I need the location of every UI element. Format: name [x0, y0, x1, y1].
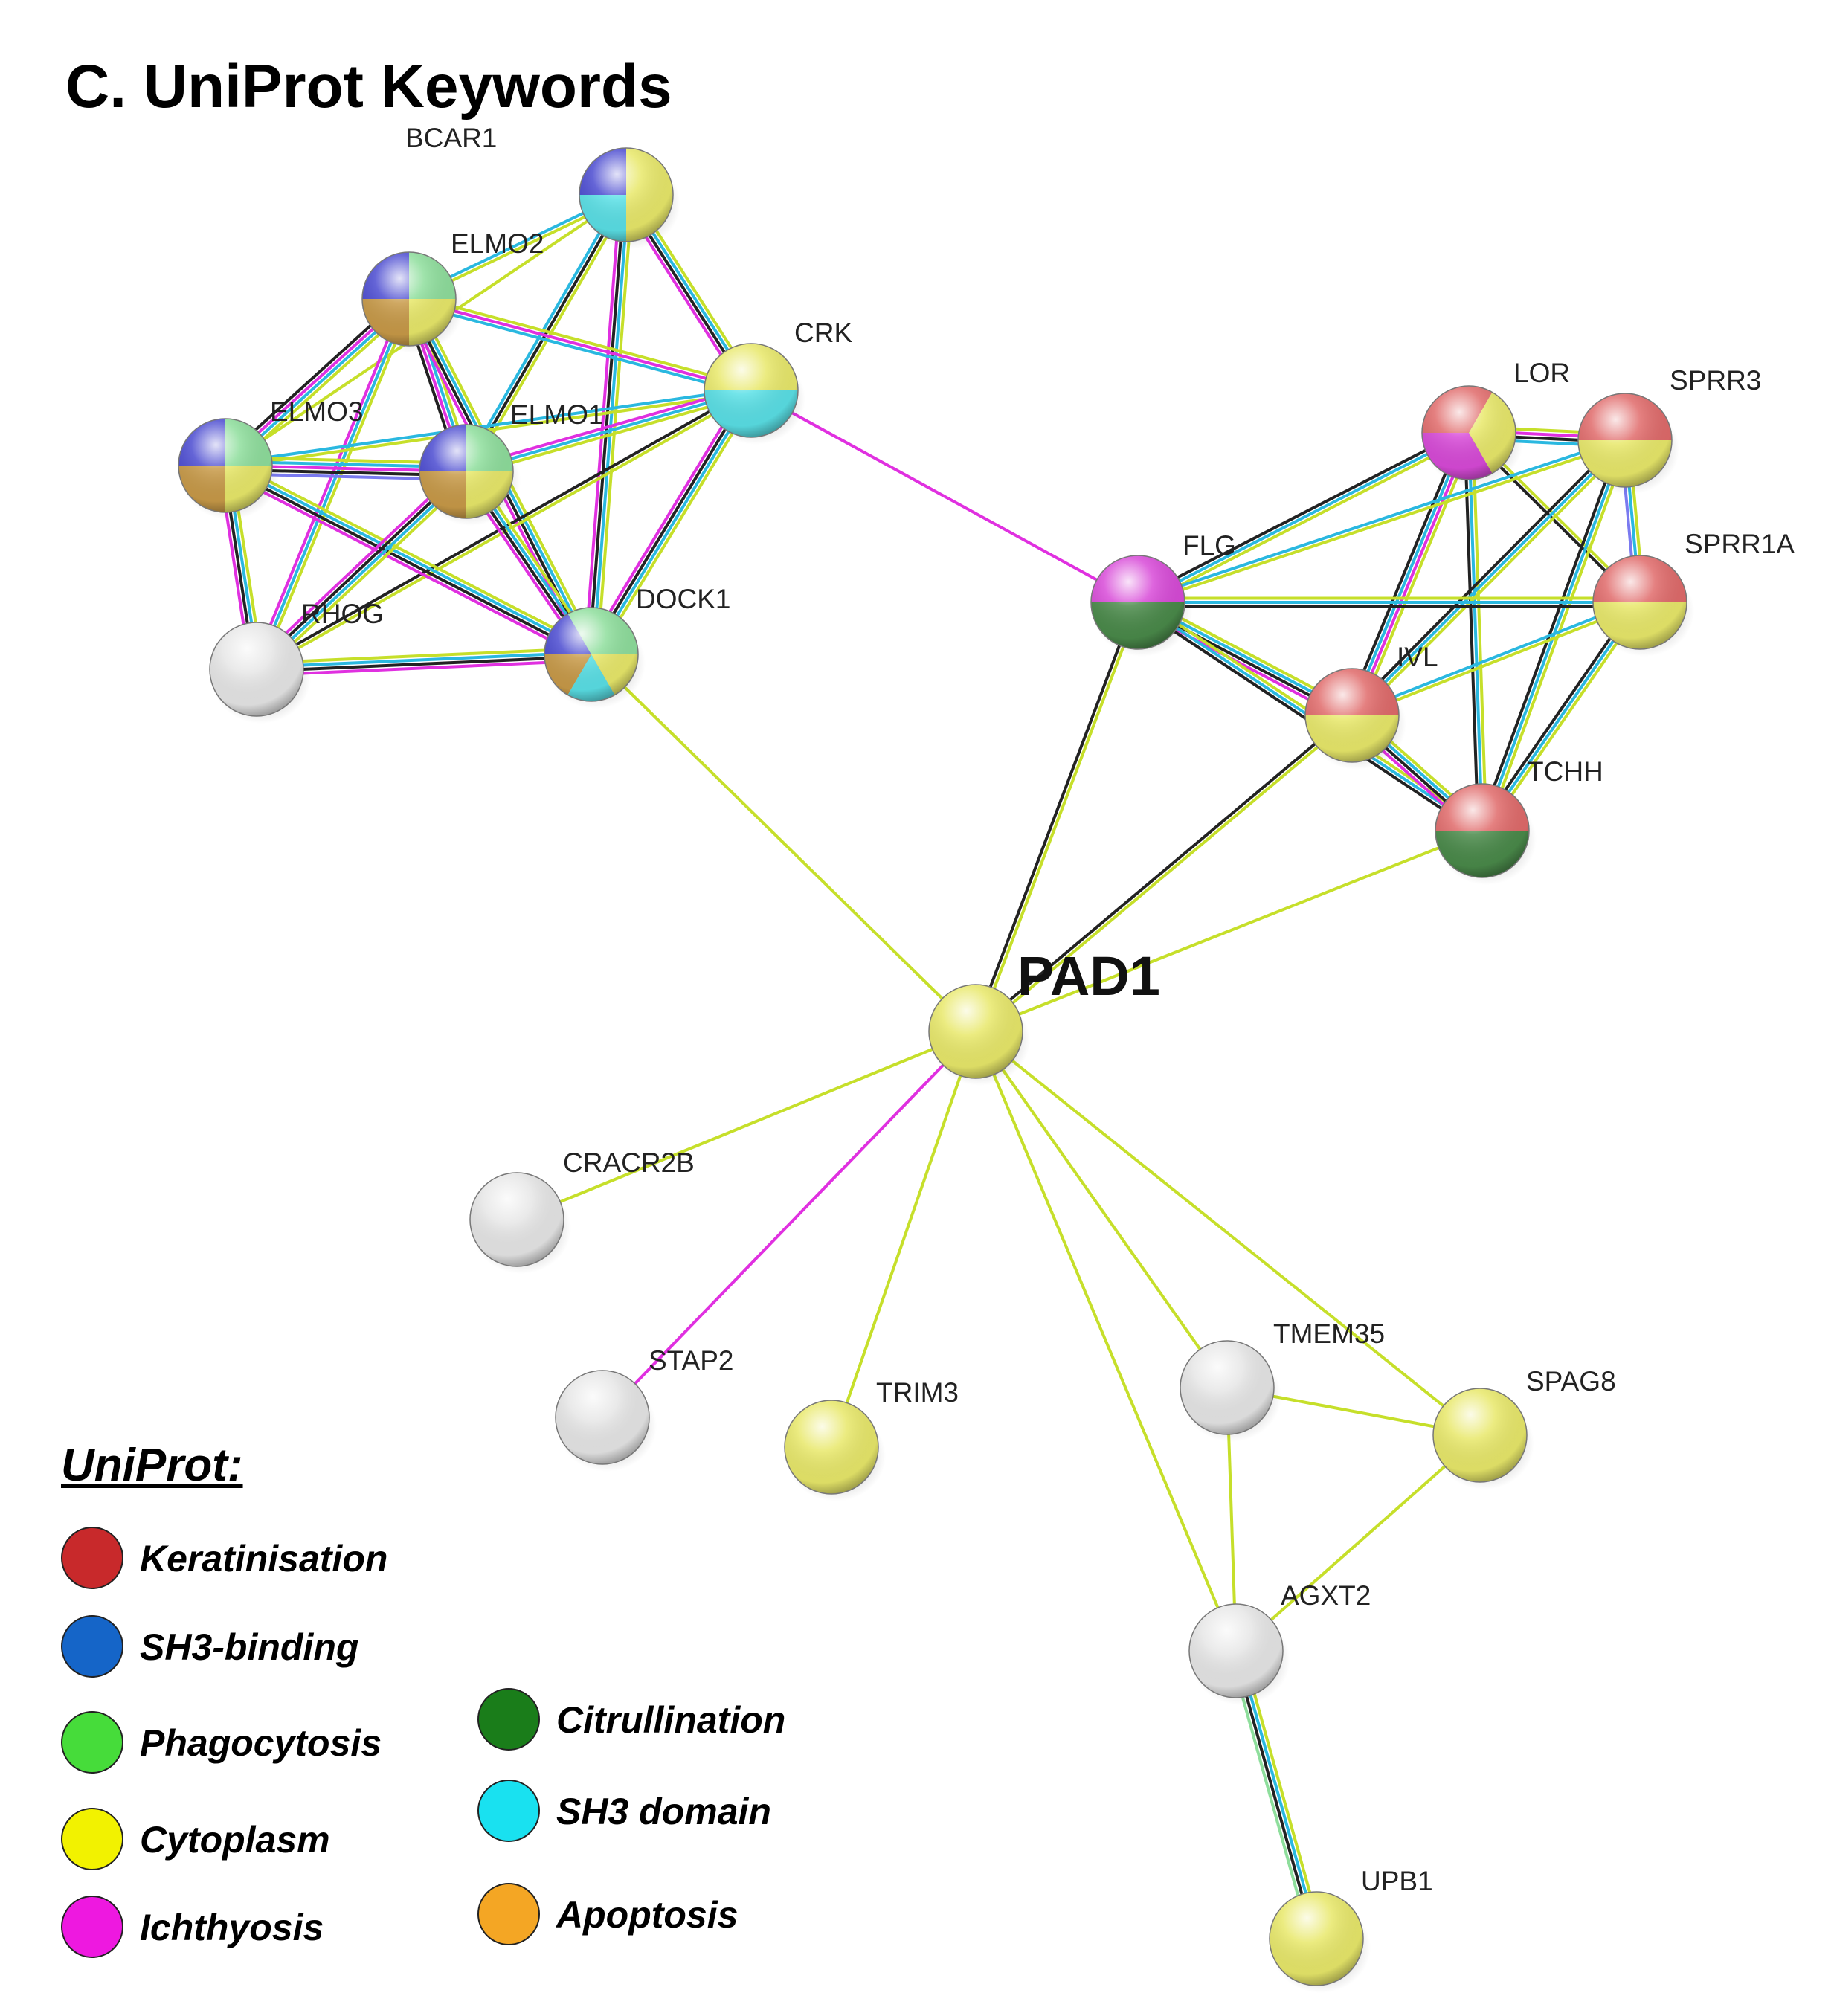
node-sprr1a[interactable]	[1592, 555, 1694, 657]
edge-sprr3-flg	[1136, 437, 1627, 606]
node-label-cracr2b: CRACR2B	[563, 1147, 695, 1178]
node-crk[interactable]	[704, 343, 805, 445]
node-label-upb1: UPB1	[1361, 1866, 1433, 1896]
cytoplasm-swatch	[61, 1808, 123, 1870]
edge-pad1-stap2	[601, 1030, 977, 1419]
legend-label: SH3 domain	[556, 1791, 771, 1832]
node-ivl[interactable]	[1304, 668, 1406, 770]
node-label-elmo3: ELMO3	[270, 396, 363, 427]
node-label-tchh: TCHH	[1527, 756, 1603, 787]
node-pad1[interactable]	[928, 984, 1030, 1086]
legend-label: Citrullination	[556, 1699, 786, 1741]
node-label-sprr1a: SPRR1A	[1685, 529, 1795, 559]
node-label-ivl: IVL	[1397, 642, 1438, 672]
edge-crk-flg	[750, 389, 1139, 604]
legend-label: Apoptosis	[556, 1894, 739, 1936]
edge-spag8-agxt2	[1235, 1434, 1481, 1652]
node-label-elmo1: ELMO1	[510, 399, 603, 430]
edge-dock1-pad1	[590, 653, 977, 1033]
figure-title: C. UniProt Keywords	[65, 53, 672, 120]
edge-flg-sprr1a	[1136, 596, 1641, 608]
node-elmo2[interactable]	[361, 251, 463, 353]
edge-lor-tchh	[1463, 431, 1488, 833]
node-sprr3[interactable]	[1577, 393, 1679, 495]
edge-pad1-cracr2b	[515, 1030, 977, 1221]
keratinisation-swatch	[61, 1527, 123, 1589]
edge-sprr1a-ivl	[1349, 599, 1643, 719]
ichthyosis-swatch	[61, 1896, 123, 1958]
node-agxt2[interactable]	[1188, 1603, 1290, 1705]
node-label-lor: LOR	[1513, 358, 1570, 388]
node-upb1[interactable]	[1269, 1891, 1371, 1993]
node-cracr2b[interactable]	[469, 1172, 571, 1274]
node-label-spag8: SPAG8	[1526, 1366, 1616, 1397]
citrullination-swatch	[477, 1688, 540, 1751]
node-label-crk: CRK	[794, 318, 852, 348]
center-label: PAD1	[1017, 945, 1160, 1007]
node-dock1[interactable]	[544, 607, 646, 709]
edge-ivl-pad1	[973, 712, 1355, 1035]
edge-elmo2-rhog	[251, 295, 415, 673]
legend-label: Phagocytosis	[140, 1722, 382, 1764]
node-label-elmo2: ELMO2	[451, 228, 544, 259]
node-rhog[interactable]	[209, 622, 311, 724]
apoptosis-swatch	[477, 1883, 540, 1945]
legend-label: SH3-binding	[140, 1626, 359, 1668]
node-tchh[interactable]	[1435, 783, 1537, 885]
edge-pad1-agxt2	[974, 1030, 1238, 1652]
node-label-dock1: DOCK1	[636, 584, 730, 614]
node-label-tmem35: TMEM35	[1273, 1318, 1385, 1349]
node-stap2[interactable]	[555, 1370, 657, 1472]
phagocytosis-swatch	[61, 1711, 123, 1774]
node-elmo3[interactable]	[178, 418, 280, 520]
edge-elmo2-crk	[406, 293, 754, 396]
node-elmo1[interactable]	[419, 424, 521, 526]
node-spag8[interactable]	[1432, 1388, 1534, 1490]
legend-title: UniProt:	[61, 1440, 243, 1491]
node-bcar1[interactable]	[579, 147, 680, 249]
edge-pad1-spag8	[974, 1030, 1481, 1437]
legend-label: Cytoplasm	[140, 1819, 330, 1861]
node-label-stap2: STAP2	[649, 1345, 733, 1376]
legend-label: Keratinisation	[140, 1538, 388, 1579]
edge-lor-flg	[1134, 428, 1473, 608]
edge-flg-pad1	[972, 600, 1142, 1034]
edge-elmo3-dock1	[221, 458, 596, 662]
legend-label: Ichthyosis	[140, 1907, 324, 1948]
edge-pad1-trim3	[830, 1030, 977, 1449]
edge-rhog-dock1	[254, 646, 593, 677]
node-lor[interactable]	[1421, 385, 1523, 487]
node-label-trim3: TRIM3	[876, 1377, 959, 1408]
sh3-binding-swatch	[61, 1615, 123, 1678]
sh3-domain-swatch	[477, 1780, 540, 1842]
edge-pad1-tmem35	[974, 1030, 1229, 1389]
node-label-sprr3: SPRR3	[1670, 365, 1761, 396]
node-label-agxt2: AGXT2	[1281, 1580, 1371, 1611]
nodes	[178, 147, 1694, 1993]
node-label-flg: FLG	[1183, 530, 1236, 561]
node-label-rhog: RHOG	[301, 599, 384, 629]
node-tmem35[interactable]	[1180, 1340, 1281, 1442]
node-trim3[interactable]	[784, 1400, 886, 1501]
node-label-bcar1: BCAR1	[405, 123, 497, 153]
edge-tchh-pad1	[974, 829, 1484, 1033]
node-flg[interactable]	[1090, 555, 1192, 657]
edge-sprr3-ivl	[1348, 436, 1629, 720]
